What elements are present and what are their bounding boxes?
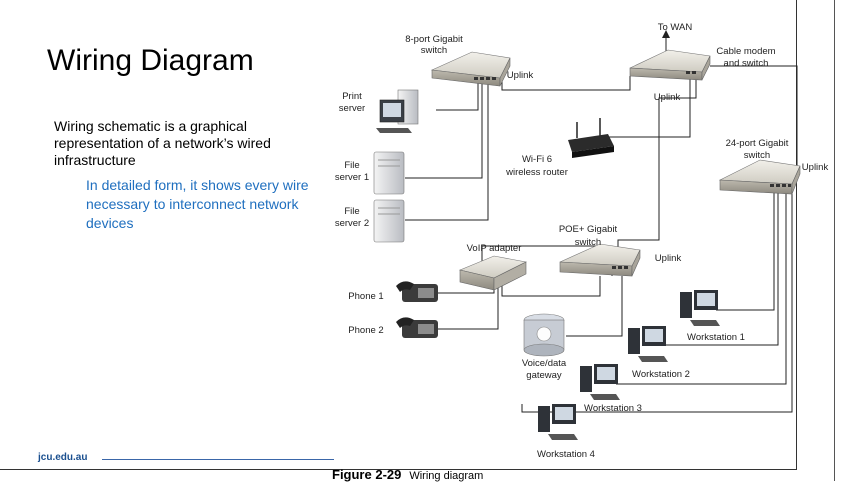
switch24-label-1: 24-port Gigabit [726, 138, 789, 149]
wire-ws1 [716, 188, 775, 311]
wire-modem-uplink [617, 78, 697, 256]
window-edge-divider [834, 0, 835, 481]
wifi-label-2: wireless router [505, 167, 568, 178]
phone-1-icon [396, 281, 438, 302]
voip-adapter-label: VoIP adapter [467, 243, 522, 254]
voip-adapter-icon [459, 255, 527, 291]
workstation-2-icon [628, 326, 668, 362]
modem-label-1: Cable modem [716, 46, 775, 57]
workstation-3-icon [580, 364, 620, 400]
wire-voip-to-poe [501, 276, 601, 297]
switch8-label-2: switch [421, 45, 447, 56]
wire-ws4 [521, 188, 793, 413]
file-server-2-label-2: server 2 [335, 218, 369, 229]
slide-title: Wiring Diagram [47, 44, 254, 77]
phone-1-label: Phone 1 [348, 291, 383, 302]
workstation-3-label: Workstation 3 [584, 403, 642, 414]
wifi-router-icon [568, 118, 614, 158]
footer-site: jcu.edu.au [38, 452, 88, 463]
wifi-label-1: Wi-Fi 6 [522, 154, 552, 165]
footer-rule [102, 459, 334, 460]
wan-arrow-head-icon [662, 30, 670, 38]
wire-phone-2 [436, 278, 499, 330]
wire-ws2 [664, 188, 779, 346]
switch8-label-1: 8-port Gigabit [405, 34, 463, 45]
phone-2-label: Phone 2 [348, 325, 383, 336]
switch-8port-icon [430, 51, 511, 87]
figure-number: Figure 2-29 [332, 467, 402, 482]
file-server-1-icon [373, 151, 405, 195]
diagram-labels: 8-port Gigabit switch Uplink To WAN Cabl… [335, 22, 829, 460]
workstation-1-icon [680, 290, 720, 326]
poe-switch-icon [559, 243, 641, 277]
slide-frame [0, 0, 797, 470]
print-server-label-2: server [339, 103, 365, 114]
slide-sub-text: In detailed form, it shows every wire ne… [86, 177, 309, 231]
wire-file-server-2 [405, 80, 489, 221]
poe-label-1: POE+ Gigabit [559, 224, 618, 235]
workstation-1-label: Workstation 1 [687, 332, 745, 343]
slide-body-text: Wiring schematic is a graphical represen… [54, 118, 271, 168]
voice-data-gateway-icon [523, 313, 565, 357]
figure-caption-text: Wiring diagram [409, 470, 484, 482]
workstation-2-label: Workstation 2 [632, 369, 690, 380]
gateway-label-2: gateway [526, 370, 562, 381]
poe-label-2: switch [575, 237, 601, 248]
uplink-label-8port: Uplink [507, 70, 534, 81]
phone-2-icon [396, 317, 438, 338]
uplink-label-24port: Uplink [802, 162, 829, 173]
modem-label-2: and switch [724, 58, 769, 69]
workstation-4-label: Workstation 4 [537, 449, 595, 460]
wire-file-server-1 [405, 80, 483, 179]
gateway-label-1: Voice/data [522, 358, 567, 369]
file-server-2-label-1: File [344, 206, 359, 217]
switch24-label-2: switch [744, 150, 770, 161]
file-server-2-icon [373, 199, 405, 243]
wire-wifi [593, 78, 691, 138]
cable-modem-switch-icon [629, 49, 711, 81]
uplink-label-modem: Uplink [654, 92, 681, 103]
workstation-4-icon [538, 404, 578, 440]
switch-24port-icon [718, 159, 801, 195]
uplink-label-poe: Uplink [655, 253, 682, 264]
print-server-icon [376, 89, 419, 133]
wire-print-server [436, 80, 479, 111]
file-server-1-label-2: server 1 [335, 172, 369, 183]
figure-caption: Figure 2-29 Wiring diagram [332, 467, 483, 482]
print-server-label-1: Print [342, 91, 362, 102]
file-server-1-label-1: File [344, 160, 359, 171]
to-wan-label: To WAN [658, 22, 693, 33]
wire-ws3 [616, 188, 787, 385]
wire-gateway [566, 276, 623, 337]
